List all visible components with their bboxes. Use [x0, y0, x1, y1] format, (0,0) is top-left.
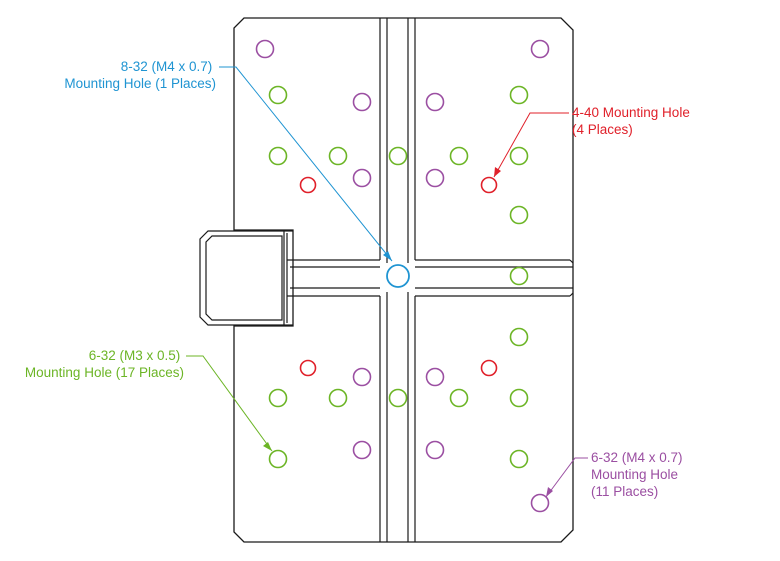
callout-6-32-m4: 6-32 (M4 x 0.7) Mounting Hole (11 Places… [591, 450, 686, 499]
red-leader-line [493, 112, 569, 178]
hole-6-32-m3-16 [268, 449, 288, 469]
plate-outline [233, 17, 574, 543]
hole-6-32-m3-12 [328, 388, 348, 408]
holes-6-32-m4-group [255, 39, 550, 513]
blue-leader-line [219, 66, 393, 262]
hole-6-32-m3-3 [268, 146, 288, 166]
hole-4-40-3 [299, 359, 317, 377]
leader-arrowheads [263, 167, 553, 497]
leader-lines [186, 66, 588, 498]
hole-6-32-m3-14 [449, 388, 469, 408]
vertical-channel [379, 18, 416, 542]
hole-6-32-m3-13 [388, 388, 408, 408]
callout-8-32: 8-32 (M4 x 0.7) Mounting Hole (1 Places) [64, 59, 216, 91]
purple-arrowhead [546, 487, 553, 497]
green-leader-line [186, 355, 273, 452]
hole-6-32-m4-9 [352, 440, 372, 460]
hole-6-32-m3-10 [509, 327, 529, 347]
holes-8-32-group [386, 264, 410, 288]
side-connector-block [199, 230, 293, 326]
hole-6-32-m3-5 [388, 146, 408, 166]
hole-8-32-1 [386, 264, 410, 288]
hole-6-32-m3-17 [509, 449, 529, 469]
hole-6-32-m3-1 [268, 85, 288, 105]
purple-leader-line [545, 457, 588, 498]
green-arrowhead [263, 442, 272, 451]
hole-6-32-m4-4 [425, 92, 445, 112]
hole-6-32-m4-6 [425, 168, 445, 188]
hole-6-32-m4-3 [352, 92, 372, 112]
hole-4-40-2 [480, 176, 498, 194]
hole-6-32-m3-8 [509, 205, 529, 225]
hole-6-32-m4-11 [530, 493, 550, 513]
red-arrowhead [494, 167, 501, 177]
hole-6-32-m3-4 [328, 146, 348, 166]
hole-6-32-m4-7 [352, 367, 372, 387]
hole-6-32-m3-7 [509, 146, 529, 166]
hole-4-40-4 [480, 359, 498, 377]
hole-6-32-m3-6 [449, 146, 469, 166]
hole-4-40-1 [299, 176, 317, 194]
hole-6-32-m3-2 [509, 85, 529, 105]
blue-arrowhead [383, 251, 392, 261]
callout-4-40: 4-40 Mounting Hole (4 Places) [572, 105, 694, 137]
horizontal-channel [287, 259, 574, 297]
hole-6-32-m4-10 [425, 440, 445, 460]
callout-6-32-m3: 6-32 (M3 x 0.5) Mounting Hole (17 Places… [25, 348, 184, 380]
hole-6-32-m4-8 [425, 367, 445, 387]
hole-6-32-m3-11 [268, 388, 288, 408]
hole-6-32-m3-15 [509, 388, 529, 408]
hole-6-32-m3-9 [509, 266, 529, 286]
hole-6-32-m4-2 [530, 39, 550, 59]
hole-6-32-m4-5 [352, 168, 372, 188]
holes-6-32-m3-group [268, 85, 529, 469]
hole-6-32-m4-1 [255, 39, 275, 59]
holes-4-40-group [299, 176, 498, 377]
